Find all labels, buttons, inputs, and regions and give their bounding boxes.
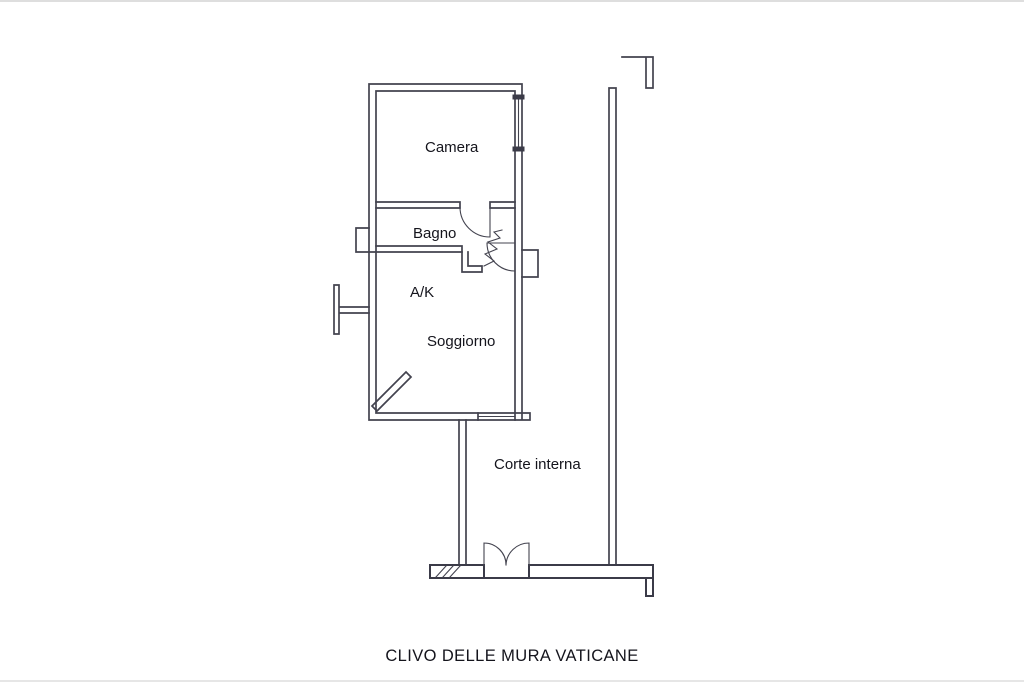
courtyard-walls (429, 56, 654, 597)
camera-window-sill-top (512, 94, 525, 100)
double-door (483, 542, 530, 566)
room-label-ak: A/K (410, 284, 434, 301)
wall-hatch (435, 565, 461, 578)
door-symbols (370, 206, 530, 566)
window-symbols (477, 94, 525, 421)
room-labels: Camera Bagno A/K Soggiorno Corte interna (410, 139, 581, 473)
radiator-squiggle (483, 229, 503, 267)
room-label-camera: Camera (425, 139, 479, 156)
bagno-door-arc (459, 206, 491, 238)
room-label-bagno: Bagno (413, 225, 456, 242)
pilaster (521, 249, 539, 278)
balcony-door-diagonal (370, 370, 413, 413)
plan-caption: CLIVO DELLE MURA VATICANE (385, 647, 638, 665)
soggiorno-window-jambs (477, 412, 516, 421)
scan-artifact-top (0, 0, 1024, 2)
left-wall-stub (333, 284, 370, 335)
top-right-wall-fragment (621, 56, 654, 89)
scan-artifact-bottom (0, 680, 1024, 682)
courtyard-side-walls (458, 87, 617, 566)
room-label-soggiorno: Soggiorno (427, 333, 495, 350)
kitchen-step-wall (461, 251, 483, 273)
camera-window-sill-bottom (512, 146, 525, 152)
interior-walls (333, 201, 539, 335)
camera-bagno-wall (375, 201, 516, 209)
entry-door-arc (486, 242, 516, 272)
room-label-corte-interna: Corte interna (494, 456, 581, 473)
bagno-bottom-wall (355, 227, 463, 253)
courtyard-bottom-wall (429, 564, 654, 597)
